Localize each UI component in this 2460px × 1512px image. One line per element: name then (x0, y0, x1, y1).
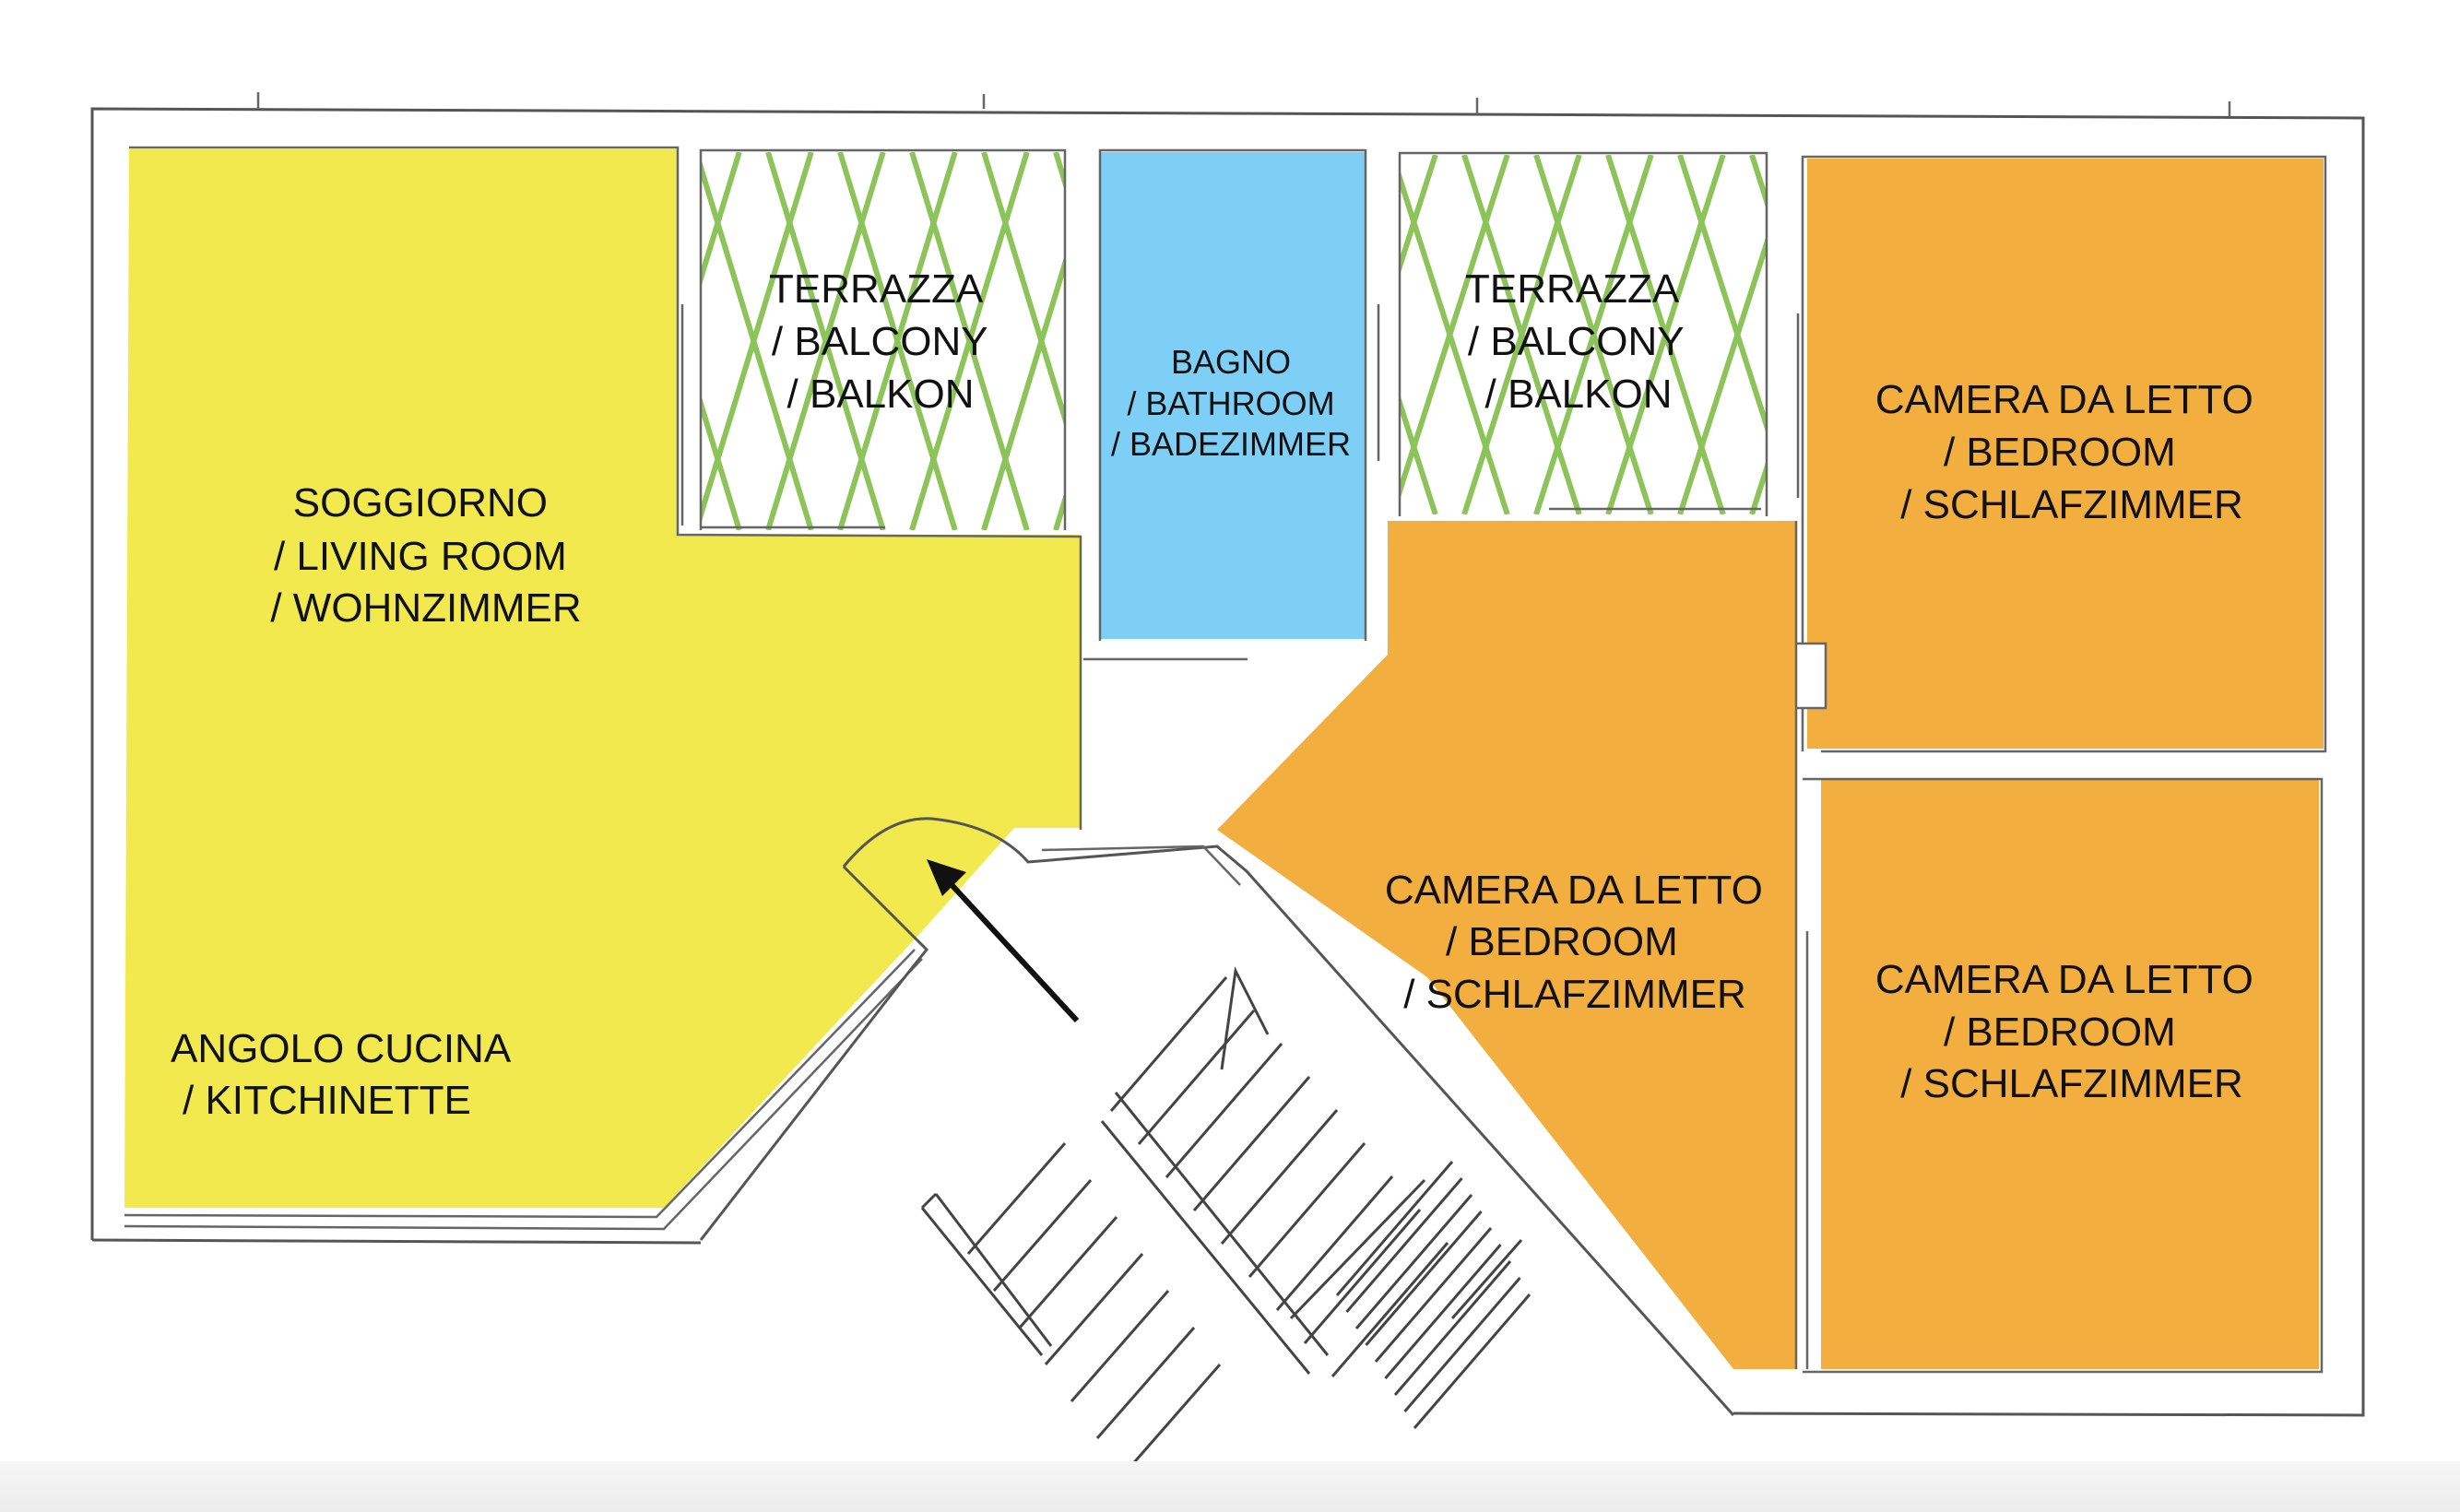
stair-line (1403, 1277, 1521, 1412)
hatch-line (701, 152, 814, 525)
stair-line (934, 1193, 1053, 1347)
stair-line (1354, 1194, 1473, 1329)
room-bathroom (1083, 148, 1380, 661)
label-bedroom-center: CAMERA DA LETTO / BEDROOM / SCHLAFZIMMER (1385, 868, 1774, 1017)
hatch-line (701, 394, 742, 530)
stair-line (966, 1142, 1067, 1255)
entrance-arrow-icon (927, 859, 1080, 1023)
stair-line (1044, 1253, 1144, 1365)
label-bedroom-bottom-right: CAMERA DA LETTO / BEDROOM / SCHLAFZIMMER (1875, 957, 2265, 1106)
stair-line (1450, 1239, 1523, 1319)
stair-line (1303, 1209, 1422, 1344)
hatch-line (1533, 155, 1654, 514)
balcony-left-hatch (701, 152, 1065, 530)
label-bedroom-top-right: CAMERA DA LETTO / BEDROOM / SCHLAFZIMMER (1875, 377, 2265, 527)
hatch-line (1400, 155, 1510, 501)
stair-line (1248, 1142, 1366, 1278)
room-living (124, 149, 1081, 1208)
balcony-left (680, 148, 1067, 530)
hatch-line (981, 254, 1065, 530)
stair-line (1374, 1227, 1493, 1363)
room-bedroom-center (1217, 521, 1798, 1369)
label-living: SOGGIORNO / LIVING ROOM / WOHNZIMMER (270, 480, 581, 631)
stair-line (992, 1179, 1093, 1292)
hatch-line (1400, 155, 1438, 277)
stair-line (1220, 1109, 1339, 1245)
stair-line (1109, 976, 1228, 1112)
stair-line (1384, 1244, 1502, 1379)
stair-line (1165, 1043, 1283, 1178)
stair-line (1413, 1293, 1532, 1429)
stair-line (1100, 1120, 1311, 1375)
bottom-band (0, 1461, 2460, 1512)
hatch-line (1461, 155, 1582, 514)
stair-line (1393, 1260, 1512, 1396)
stair-line (1114, 1092, 1330, 1356)
stair-line (1345, 1177, 1463, 1313)
label-bathroom: BAGNO / BATHROOM / BADEZIMMER (1111, 343, 1351, 463)
stair-line (1095, 1327, 1196, 1439)
stair-line (1018, 1216, 1118, 1329)
stair-line (920, 1192, 938, 1210)
hatch-line (1605, 155, 1726, 514)
stairwell (699, 817, 1735, 1476)
stair-line (920, 1207, 1044, 1356)
balcony-right (1398, 151, 1800, 516)
stair-line (1192, 1076, 1311, 1211)
stair-line (1335, 1161, 1454, 1296)
stair-direction-icon (1220, 966, 1270, 1070)
hatch-line (1400, 393, 1438, 514)
label-balcony-left: TERRAZZA / BALCONY / BALKON (769, 266, 999, 417)
outer-walls (90, 92, 2365, 1417)
hatch-line (765, 152, 886, 530)
room-bedroom-bottom-right (1803, 777, 2324, 1374)
stair-line (1331, 1242, 1449, 1377)
hatch-line (1677, 234, 1767, 514)
hatch-line (837, 152, 958, 530)
stair-line (1137, 1010, 1256, 1145)
balcony-right-hatch (1400, 155, 1767, 514)
hatch-line (701, 152, 742, 289)
label-kitchenette: ANGOLO CUCINA / KITCHINETTE (171, 1026, 520, 1123)
stair-line (1121, 1364, 1222, 1476)
hatch-line (909, 152, 1030, 530)
stair-line (1365, 1211, 1483, 1346)
stair-line (1289, 1178, 1426, 1320)
label-balcony-right: TERRAZZA / BALCONY / BALKON (1465, 266, 1695, 417)
room-bedroom-top-right (1776, 155, 2327, 753)
stair-line (1070, 1290, 1170, 1402)
stair-line (1275, 1175, 1394, 1311)
